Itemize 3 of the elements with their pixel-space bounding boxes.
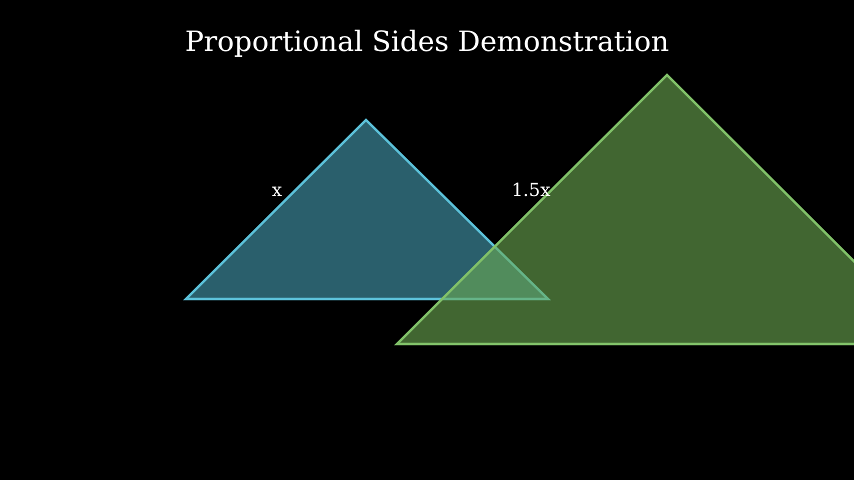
diagram-title: Proportional Sides Demonstration bbox=[184, 24, 670, 60]
side-length-label: 1.5x bbox=[512, 180, 550, 202]
side-length-label: x bbox=[272, 180, 282, 202]
